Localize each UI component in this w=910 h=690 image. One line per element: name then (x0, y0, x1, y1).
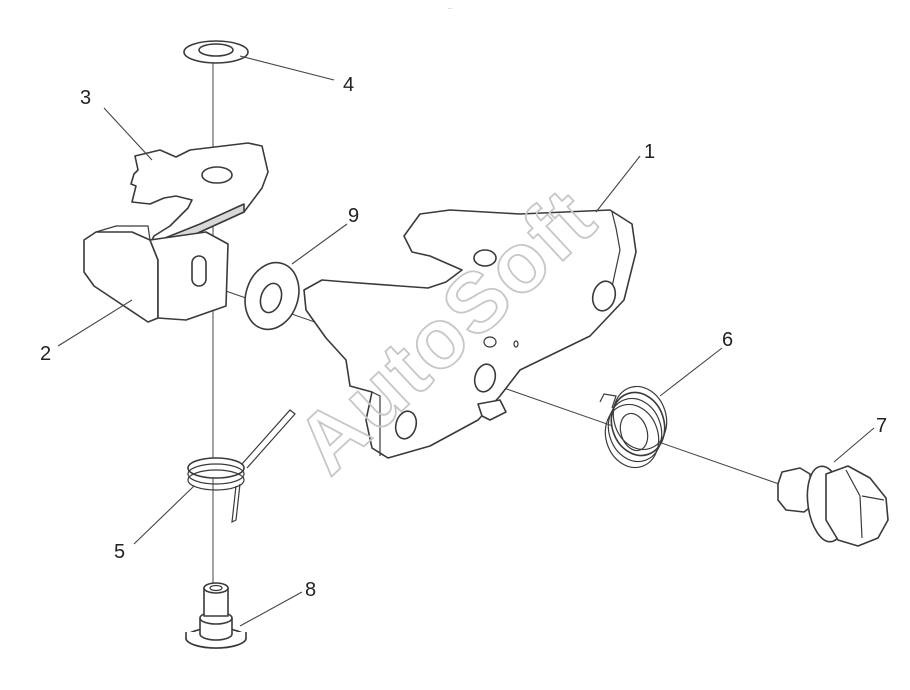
part-9-washer (244, 261, 300, 331)
part-1-plate (303, 209, 637, 459)
part-2-bracket (83, 225, 229, 323)
part-5-torsion-spring (187, 409, 296, 524)
part-6-coil-spring (599, 385, 668, 469)
callout-1: 1 (644, 141, 655, 163)
callout-5: 5 (114, 541, 125, 563)
callout-8: 8 (305, 579, 316, 601)
callout-3: 3 (80, 87, 91, 109)
part-8-pin (185, 582, 247, 649)
callout-2: 2 (40, 343, 51, 365)
callout-numbers: 4 3 2 1 9 6 7 5 8 (40, 74, 887, 601)
top-caption: ... (448, 5, 452, 11)
part-4-washer (183, 40, 249, 64)
callout-4: 4 (343, 74, 354, 96)
callout-9: 9 (348, 205, 359, 227)
callout-6: 6 (722, 329, 733, 351)
leader-lines (57, 55, 875, 627)
part-7-bolt (777, 465, 889, 547)
callout-7: 7 (876, 415, 887, 437)
